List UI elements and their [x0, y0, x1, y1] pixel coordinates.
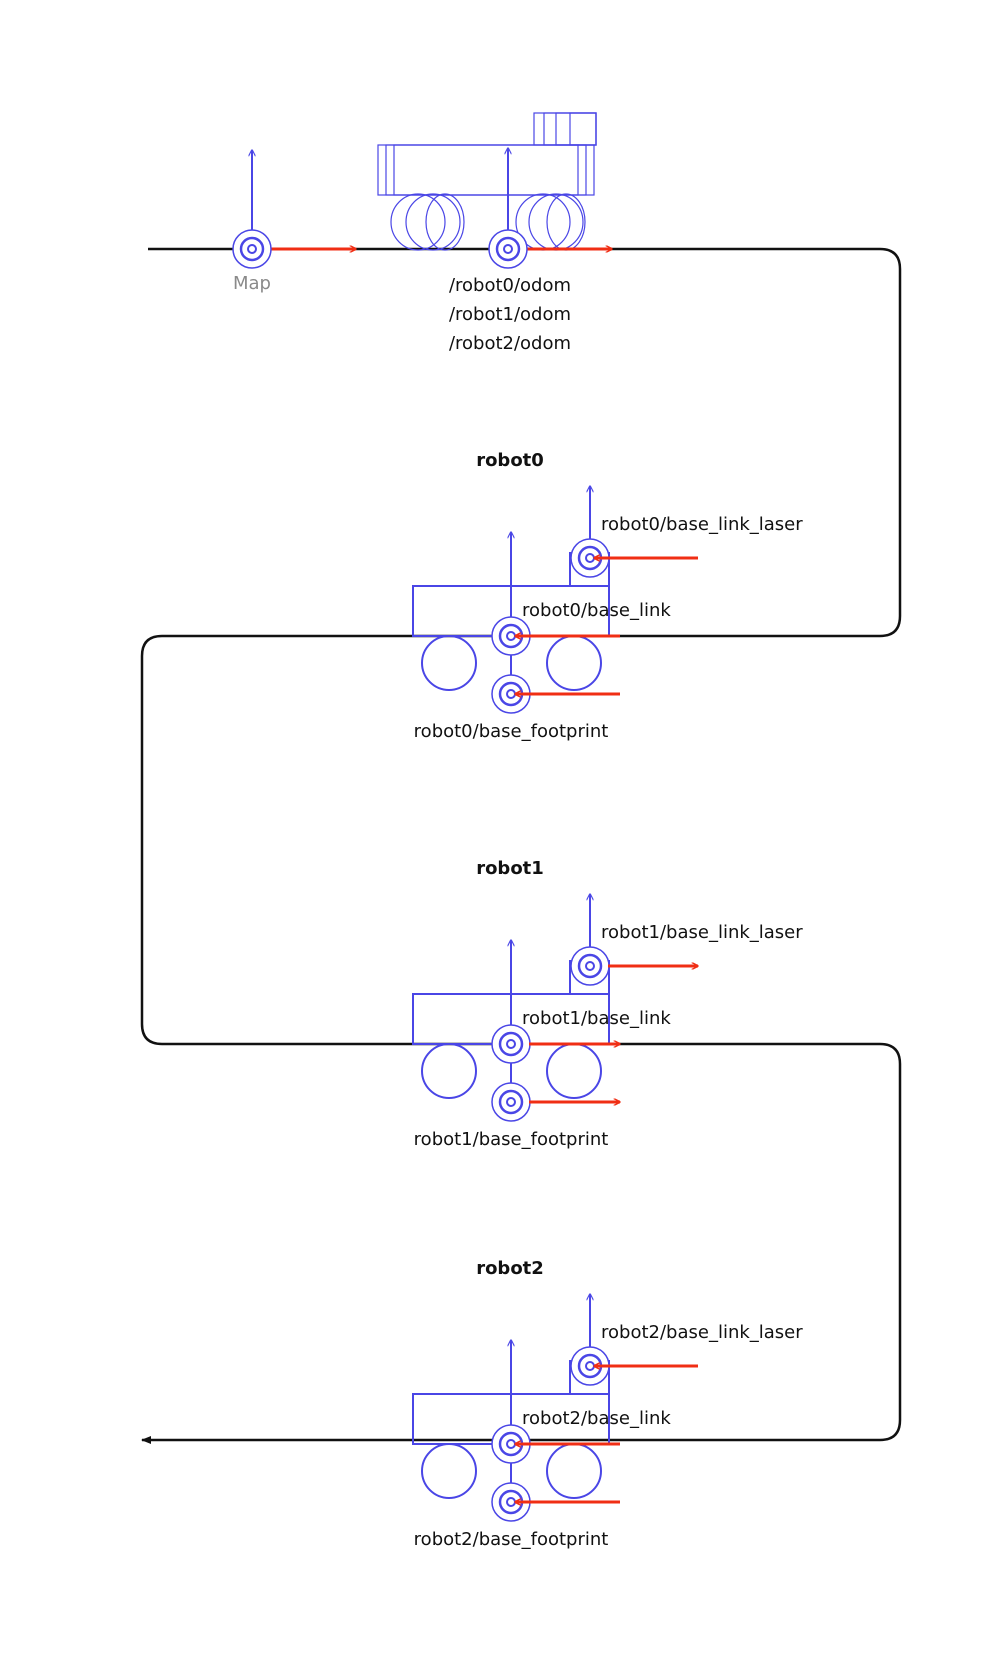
- robot0-laser-label: robot0/base_link_laser: [601, 514, 803, 535]
- odom-frame-icon: [488, 229, 528, 269]
- odom-label-robot2: /robot2/odom: [449, 333, 571, 354]
- robot2-left-wheel: [421, 1443, 477, 1499]
- odom-frame: /robot0/odom /robot1/odom /robot2/odom: [449, 148, 612, 354]
- robot1-right-wheel: [546, 1043, 602, 1099]
- robot0-title: robot0: [476, 450, 544, 471]
- robot1-left-wheel: [421, 1043, 477, 1099]
- robot1-laser-label: robot1/base_link_laser: [601, 922, 803, 943]
- robot2-laser-label: robot2/base_link_laser: [601, 1322, 803, 1343]
- map-label: Map: [233, 273, 271, 294]
- robot0-link-label: robot0/base_link: [522, 600, 671, 621]
- robot2-link-label: robot2/base_link: [522, 1408, 671, 1429]
- odom-robot-stack-icon: [377, 112, 597, 251]
- robot1-title: robot1: [476, 858, 544, 879]
- map-frame-icon: [232, 229, 272, 269]
- robot1-footprint-frame-icon: [491, 1082, 531, 1122]
- robot0-left-wheel: [421, 635, 477, 691]
- robot0-right-wheel: [546, 635, 602, 691]
- robot0-footprint-label: robot0/base_footprint: [414, 721, 609, 742]
- robot1-laser-frame-icon: [570, 946, 610, 986]
- robot2-footprint-label: robot2/base_footprint: [414, 1529, 609, 1550]
- odom-label-robot0: /robot0/odom: [449, 275, 571, 296]
- odom-label-robot1: /robot1/odom: [449, 304, 571, 325]
- robot2-title: robot2: [476, 1258, 544, 1279]
- robot1-footprint-label: robot1/base_footprint: [414, 1129, 609, 1150]
- robot2-right-wheel: [546, 1443, 602, 1499]
- robot0-group: robot0 robot0/base_link_laser robot0/base_…: [412, 450, 803, 742]
- robot1-link-frame-icon: [491, 1024, 531, 1064]
- robot1-group: robot1 robot1/base_link_laser robot1/base_…: [412, 858, 803, 1150]
- robot2-group: robot2 robot2/base_link_laser robot2/base_…: [412, 1258, 803, 1550]
- transform-chain-path: [140, 247, 902, 1444]
- robot1-link-label: robot1/base_link: [522, 1008, 671, 1029]
- map-frame: Map: [232, 150, 356, 294]
